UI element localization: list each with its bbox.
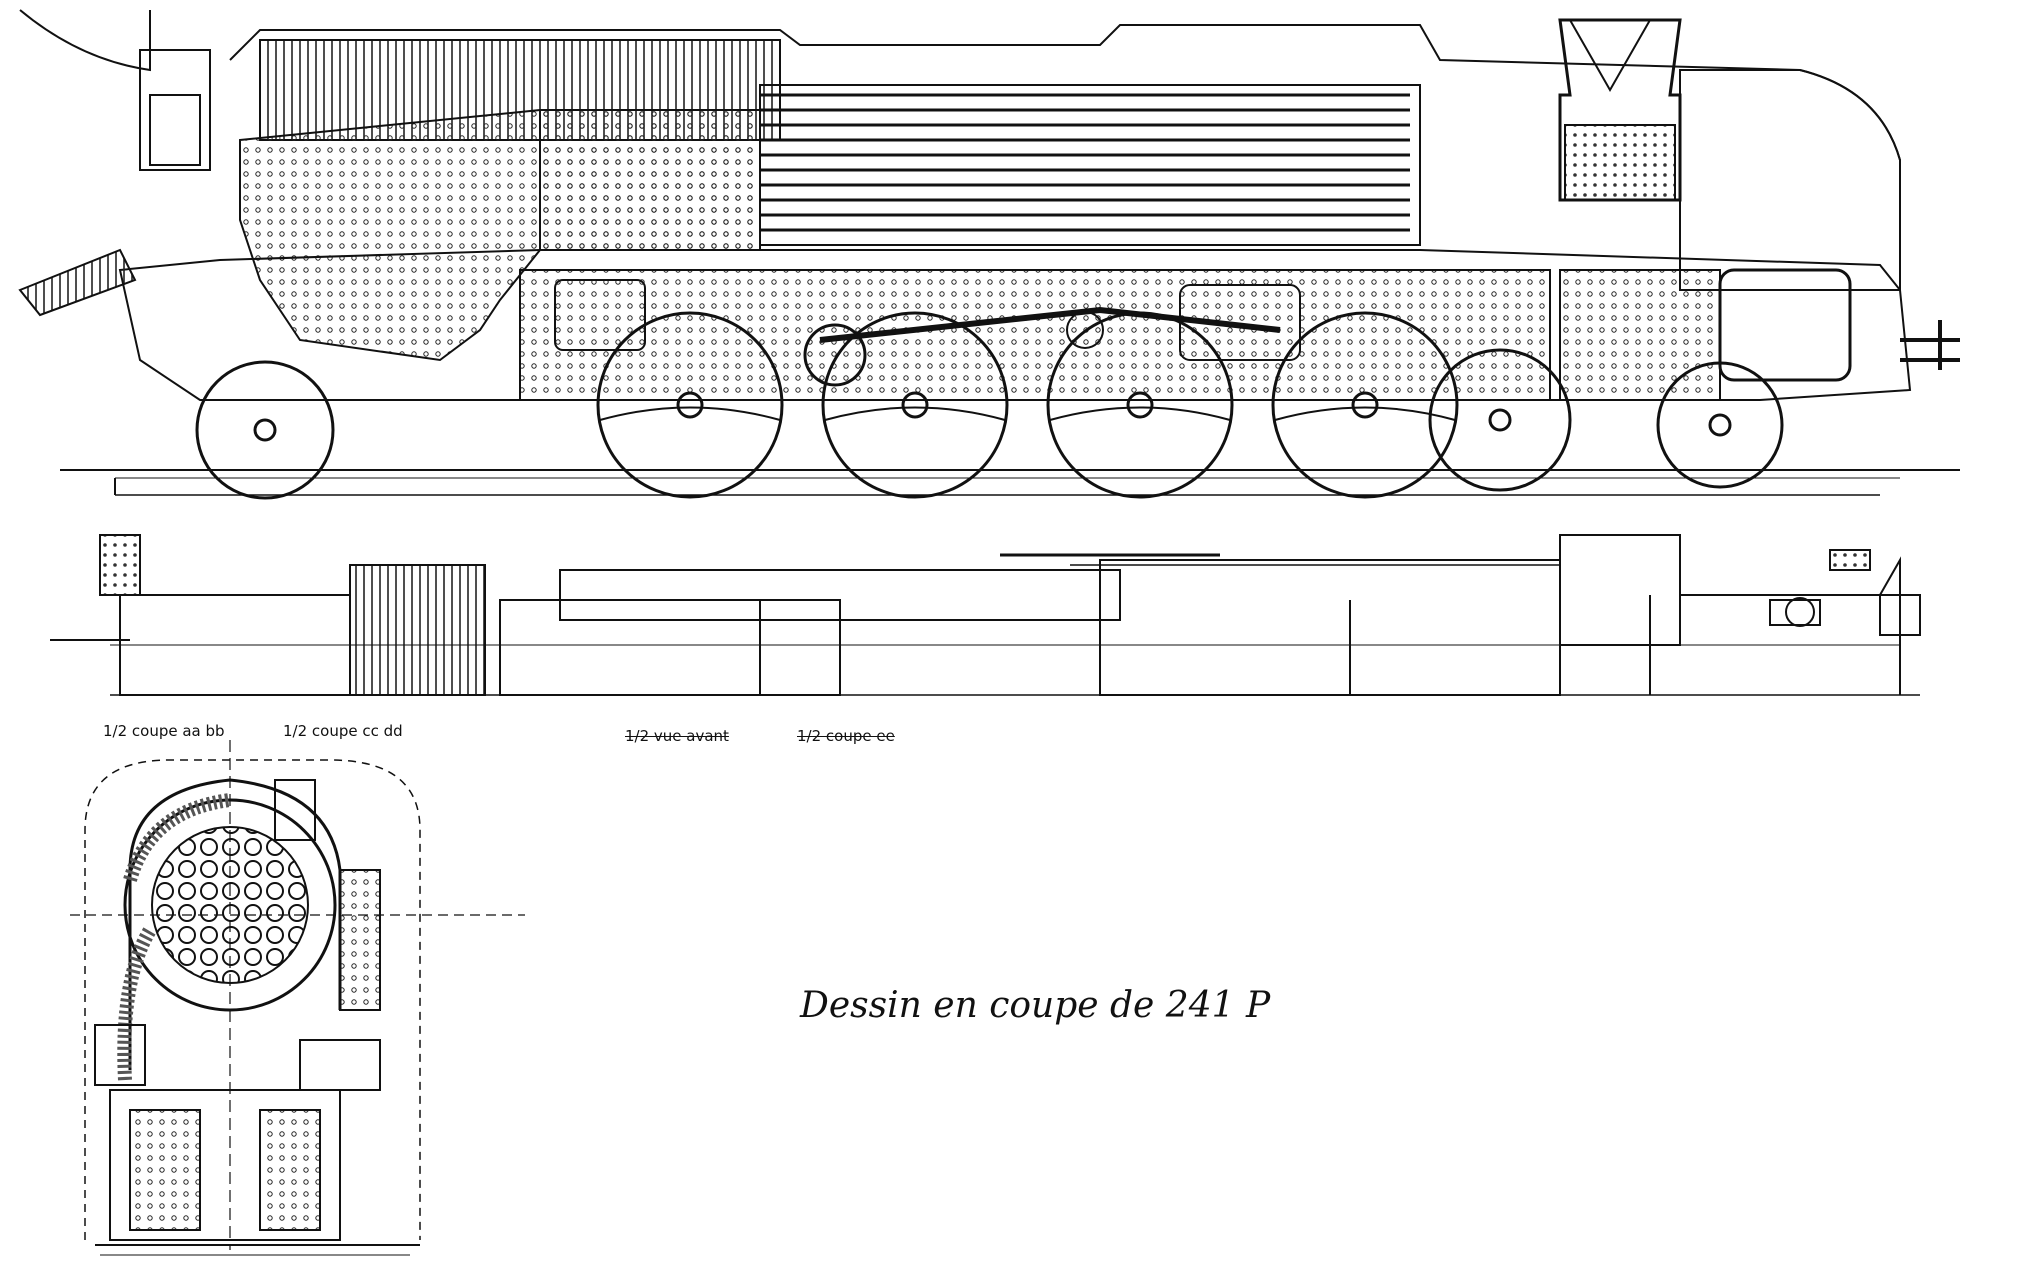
label-section-ee: 1/2 coupe ee bbox=[797, 727, 895, 745]
cross-section bbox=[70, 740, 525, 1256]
label-section-aa-bb: 1/2 coupe aa bb bbox=[103, 722, 225, 740]
side-elevation bbox=[18, 9, 1960, 500]
label-front-view: 1/2 vue avant bbox=[625, 727, 729, 745]
label-section-cc-dd: 1/2 coupe cc dd bbox=[283, 722, 403, 740]
plan-view bbox=[50, 534, 1921, 696]
drawing-caption: Dessin en coupe de 241 P bbox=[800, 985, 1271, 1026]
